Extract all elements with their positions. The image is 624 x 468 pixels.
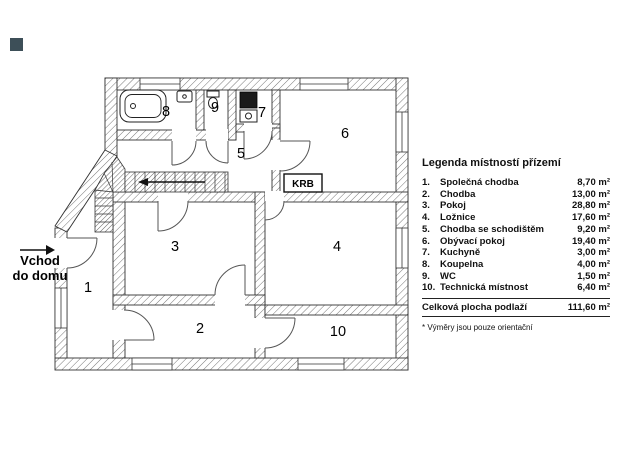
room-label-7: 7: [258, 105, 266, 121]
legend-row: 6. Obývací pokoj 19,40 m²: [422, 236, 610, 248]
window: [297, 357, 345, 371]
room-label-5: 5: [237, 146, 245, 162]
legend-row: 8. Koupelna 4,00 m²: [422, 259, 610, 271]
legend-room-number: 5.: [422, 223, 430, 235]
room-label-9: 9: [211, 100, 219, 116]
legend-room-area: 17,60 m²: [571, 212, 610, 224]
window: [131, 357, 173, 371]
room-numbers: 1 2 3 4 5 6 7 8 9 10: [84, 100, 349, 340]
room-label-1: 1: [84, 280, 92, 296]
legend-room-number: 1.: [422, 177, 430, 188]
legend-room-number: 4.: [422, 212, 430, 224]
room-label-2: 2: [196, 321, 204, 337]
legend-room-name: Chodba se schodištěm: [440, 223, 544, 235]
stair-flight-lower: [94, 189, 114, 233]
legend: Legenda místností přízemí 1. Společná ch…: [422, 157, 610, 332]
legend-room-name: Technická místnost: [440, 282, 528, 294]
legend-room-name: Kuchyně: [440, 247, 481, 259]
stair-direction-arrow-icon: [138, 178, 205, 186]
legend-row: 7. Kuchyně 3,00 m²: [422, 247, 610, 259]
door-arc-room3: [157, 200, 189, 232]
legend-total-area: 111,60 m²: [567, 302, 610, 314]
legend-room-number: 9.: [422, 270, 430, 282]
legend-room-number: 2.: [422, 188, 430, 200]
legend-room-area: 8,70 m²: [577, 177, 610, 188]
legend-total-label: Celková plocha podlaží: [422, 302, 528, 314]
windows: [54, 77, 409, 371]
legend-room-number: 6.: [422, 235, 430, 247]
entrance-arrow-icon: [20, 245, 55, 255]
legend-room-area: 9,20 m²: [577, 223, 610, 235]
legend-room-area: 13,00 m²: [571, 188, 610, 200]
legend-row: 2. Chodba 13,00 m²: [422, 189, 610, 201]
door-arc-kitchen: [243, 130, 273, 160]
fireplace-label: KRB: [292, 179, 314, 190]
legend-room-name: Ložnice: [440, 212, 476, 224]
room-label-10: 10: [330, 324, 346, 340]
door-arc-hall2-3: [214, 264, 246, 296]
door-arc-techroom: [264, 317, 296, 349]
legend-row: 1. Společná chodba 8,70 m²: [422, 177, 610, 189]
door-arc-hall1-2: [123, 309, 155, 341]
legend-total-row: Celková plocha podlaží 111,60 m²: [422, 298, 610, 318]
legend-room-number: 10.: [422, 282, 436, 294]
legend-title: Legenda místností přízemí: [422, 157, 561, 169]
legend-room-name: WC: [440, 270, 456, 282]
entrance-label: Vchod do domu: [4, 253, 76, 283]
toilet-icon: [206, 90, 220, 109]
door-arc-livingroom: [279, 140, 311, 172]
door-arc-wc: [205, 140, 229, 164]
legend-room-number: 3.: [422, 200, 430, 212]
window: [395, 111, 409, 153]
legend-room-area: 28,80 m²: [571, 200, 610, 212]
legend-room-area: 1,50 m²: [577, 270, 610, 282]
stove-icon: [239, 91, 258, 123]
legend-room-number: 8.: [422, 258, 430, 270]
room-label-6: 6: [341, 126, 349, 142]
staircase: [94, 156, 229, 233]
washbasin-icon: [176, 90, 193, 103]
legend-row: 10. Technická místnost 6,40 m²: [422, 282, 610, 294]
room-label-3: 3: [171, 239, 179, 255]
legend-room-name: Pokoj: [440, 200, 466, 212]
room-label-8: 8: [162, 104, 170, 120]
legend-row: 4. Ložnice 17,60 m²: [422, 212, 610, 224]
legend-room-name: Obývací pokoj: [440, 235, 505, 247]
bathtub-icon: [119, 89, 167, 123]
fireplace-box: KRB: [283, 173, 323, 193]
window: [139, 77, 181, 91]
legend-row: 9. WC 1,50 m²: [422, 271, 610, 283]
legend-room-name: Chodba: [440, 188, 476, 200]
window: [395, 227, 409, 269]
room-label-4: 4: [333, 239, 341, 255]
entrance-label-line2: do domu: [12, 268, 68, 283]
legend-row: 3. Pokoj 28,80 m²: [422, 200, 610, 212]
legend-room-area: 6,40 m²: [577, 282, 610, 294]
door-arc-bathroom: [171, 140, 197, 166]
legend-room-area: 3,00 m²: [577, 247, 610, 259]
window: [299, 77, 349, 91]
corner-marker: [10, 38, 23, 51]
entrance-label-line1: Vchod: [20, 253, 60, 268]
door-openings: [54, 123, 284, 348]
legend-room-name: Společná chodba: [440, 177, 519, 188]
door-arc-entrance: [66, 237, 98, 269]
door-arc-bedroom: [264, 200, 285, 221]
legend-row: 5. Chodba se schodištěm 9,20 m²: [422, 224, 610, 236]
legend-room-area: 19,40 m²: [571, 235, 610, 247]
legend-room-number: 7.: [422, 247, 430, 259]
window: [54, 287, 68, 329]
fixtures: [119, 89, 258, 123]
legend-room-area: 4,00 m²: [577, 258, 610, 270]
legend-room-name: Koupelna: [440, 258, 484, 270]
doors: [66, 130, 311, 349]
legend-footnote: * Výměry jsou pouze orientační: [422, 323, 533, 333]
